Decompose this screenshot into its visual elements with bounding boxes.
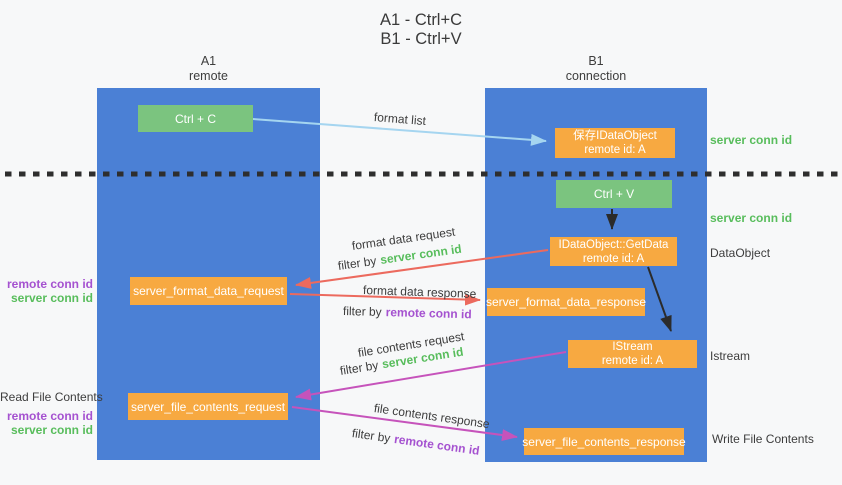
read-file-contents-label: Read File Contents: [0, 390, 103, 404]
server-conn-id-label-mid: server conn id: [710, 211, 793, 225]
format-data-response-label: format data response: [362, 283, 477, 301]
node-idataobject-getdata: IDataObject::GetData remote id: A: [550, 237, 677, 266]
node-save-idataobject-line1: 保存IDataObject: [573, 130, 657, 142]
node-idataobject-getdata-line1: IDataObject::GetData: [558, 238, 669, 251]
node-save-idataobject-line2: remote id: A: [584, 144, 646, 156]
node-save-idataobject: 保存IDataObject remote id: A: [555, 128, 675, 158]
node-server-file-contents-response-label: server_file_contents_response: [522, 434, 686, 449]
diagram-title: A1 - Ctrl+C B1 - Ctrl+V: [0, 11, 842, 49]
node-server-format-data-response: server_format_data_response: [485, 288, 647, 316]
remote-conn-id-inline: remote conn id: [393, 432, 481, 458]
write-file-contents-label: Write File Contents: [712, 432, 814, 446]
node-server-file-contents-request-label: server_file_contents_request: [130, 399, 286, 414]
filter-by-text: filter by: [337, 253, 378, 273]
server-conn-id-label-file: server conn id: [10, 423, 93, 437]
node-istream-line2: remote id: A: [601, 355, 664, 367]
lane-a1-name: A1: [200, 54, 217, 68]
remote-conn-id-label-format: remote conn id: [6, 277, 93, 291]
node-server-file-contents-response: server_file_contents_response: [522, 428, 686, 455]
server-conn-id-label-top: server conn id: [710, 133, 793, 147]
lane-header-b1: B1 connection: [485, 54, 707, 84]
node-server-file-contents-request: server_file_contents_request: [128, 393, 288, 420]
left-conn-ids-file: remote conn id server conn id: [0, 409, 93, 437]
remote-conn-id-inline: remote conn id: [385, 305, 472, 322]
server-conn-id-label-format: server conn id: [10, 291, 93, 305]
title-line-2: B1 - Ctrl+V: [380, 30, 462, 48]
node-server-format-data-response-label: server_format_data_response: [485, 295, 647, 309]
lane-b1-name: B1: [588, 54, 604, 68]
dataobject-side-label: DataObject: [710, 246, 771, 260]
istream-side-label: Istream: [710, 349, 751, 363]
filter-by-text: filter by: [351, 426, 392, 446]
node-ctrl-c-label: Ctrl + C: [174, 111, 216, 126]
filter-by-text: filter by: [342, 304, 382, 320]
node-ctrl-v-label: Ctrl + V: [593, 187, 635, 201]
lane-b1-role: connection: [565, 69, 627, 83]
node-idataobject-getdata-line2: remote id: A: [582, 252, 645, 265]
node-server-format-data-request: server_format_data_request: [130, 277, 287, 305]
node-ctrl-c: Ctrl + C: [138, 105, 253, 132]
remote-conn-id-label-file: remote conn id: [6, 409, 93, 423]
format-list-label: format list: [373, 110, 427, 129]
lane-header-a1: A1 remote: [97, 54, 320, 84]
node-ctrl-v: Ctrl + V: [556, 180, 672, 208]
filter-by-text: filter by: [338, 358, 380, 378]
left-conn-ids-format: remote conn id server conn id: [0, 277, 93, 305]
file-contents-response-label: file contents response: [373, 401, 491, 432]
title-line-1: A1 - Ctrl+C: [379, 11, 463, 29]
lane-a1-role: remote: [189, 69, 228, 83]
node-istream: IStream remote id: A: [568, 340, 697, 368]
node-server-format-data-request-label: server_format_data_request: [133, 284, 284, 298]
node-istream-line1: IStream: [612, 341, 653, 353]
